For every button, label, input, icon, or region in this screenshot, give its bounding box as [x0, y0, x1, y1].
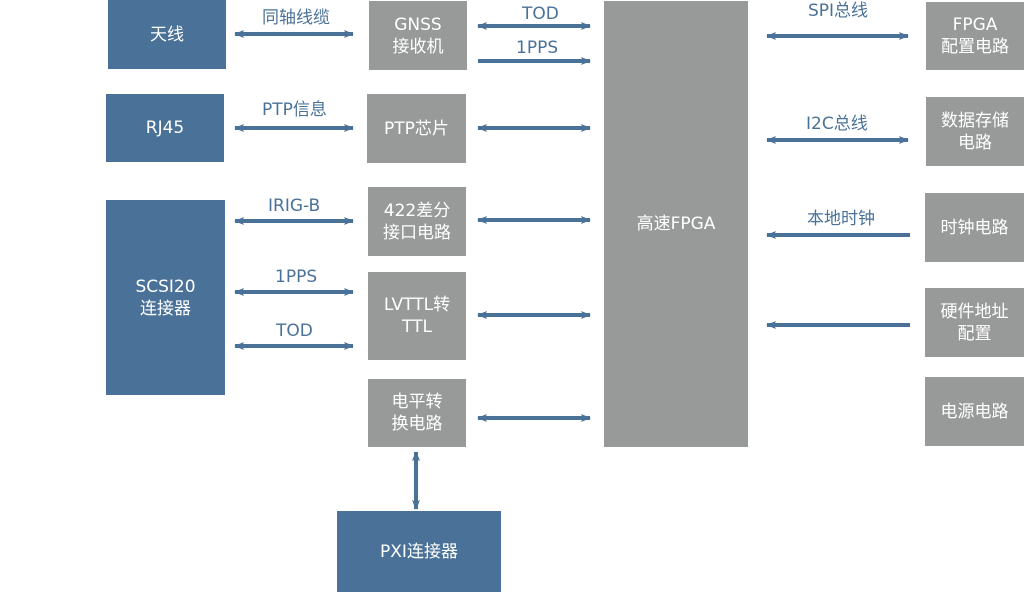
lvttl-ttl-block: LVTTL转 TTL: [368, 272, 466, 360]
coax-label: 同轴线缆: [262, 8, 330, 28]
data-storage-label-line2: 电路: [958, 132, 992, 153]
level-shift-label-line1: 电平转: [391, 392, 443, 412]
spi-bus-label: SPI总线: [808, 1, 869, 21]
antenna-label: 天线: [150, 24, 184, 45]
local-clock-label: 本地时钟: [807, 209, 875, 229]
fpga-label: 高速FPGA: [636, 214, 716, 234]
rs422-interface-block: 422差分 接口电路: [368, 187, 466, 256]
ptp-info-label: PTP信息: [262, 100, 327, 120]
rj45-label: RJ45: [145, 118, 185, 138]
tod-left-label: TOD: [276, 321, 313, 341]
hw-address-label-line2: 配置: [957, 323, 992, 344]
scsi20-label-line2: 连接器: [140, 298, 191, 319]
fpga-config-block: FPGA 配置电路: [926, 2, 1024, 70]
scsi20-connector-block: SCSI20 连接器: [106, 200, 225, 395]
gnss-receiver-block: GNSS 接收机: [369, 1, 467, 70]
data-storage-label-line1: 数据存储: [941, 110, 1009, 131]
level-shift-block: 电平转 换电路: [368, 379, 466, 447]
scsi20-label-line1: SCSI20: [135, 276, 196, 297]
pps-left-label: 1PPS: [275, 267, 318, 287]
rs422-label-line1: 422差分: [383, 200, 451, 221]
level-shift-label-line2: 换电路: [391, 414, 443, 434]
rj45-block: RJ45: [106, 94, 224, 162]
hw-address-block: 硬件地址 配置: [925, 288, 1024, 357]
ptp-chip-block: PTP芯片: [367, 94, 466, 163]
pxi-connector-block: PXI连接器: [337, 511, 501, 592]
power-circuit-block: 电源电路: [925, 377, 1024, 446]
tod-gnss-label: TOD: [522, 4, 559, 24]
pxi-label: PXI连接器: [380, 541, 458, 562]
gnss-label-line2: 接收机: [392, 36, 444, 57]
power-label: 电源电路: [940, 401, 1009, 422]
gnss-label-line1: GNSS: [394, 14, 442, 35]
rs422-label-line2: 接口电路: [383, 222, 451, 243]
hw-address-label-line1: 硬件地址: [940, 301, 1009, 322]
lvttl-label-line2: TTL: [402, 317, 432, 337]
lvttl-label-line1: LVTTL转: [383, 295, 451, 315]
pps-gnss-label: 1PPS: [516, 38, 559, 58]
clock-circuit-block: 时钟电路: [925, 193, 1024, 262]
antenna-block: 天线: [108, 0, 226, 69]
fpga-config-label-line1: FPGA: [952, 15, 998, 35]
fpga-block: 高速FPGA: [604, 1, 748, 447]
ptp-chip-label: PTP芯片: [384, 118, 449, 139]
clock-label: 时钟电路: [940, 217, 1009, 238]
fpga-config-label-line2: 配置电路: [941, 37, 1009, 57]
i2c-bus-label: I2C总线: [806, 114, 868, 134]
data-storage-block: 数据存储 电路: [926, 97, 1024, 166]
irig-b-label: IRIG-B: [268, 196, 321, 216]
